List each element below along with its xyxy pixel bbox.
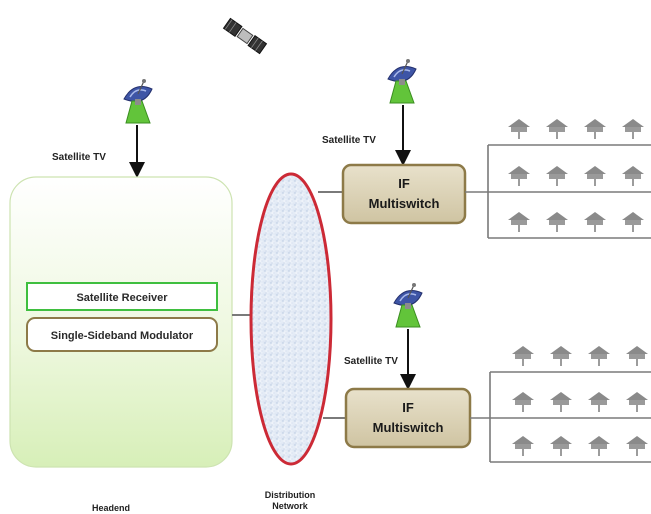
house-icon: [511, 435, 535, 457]
satellite-tv-label-top: Satellite TV: [322, 135, 376, 146]
house-icon: [507, 165, 531, 187]
house-icon: [625, 391, 649, 413]
distribution-network-label-line2: Network: [272, 501, 309, 511]
top-feeder-lines: [465, 144, 651, 239]
house-icon: [549, 345, 573, 367]
house-icon: [587, 345, 611, 367]
house-icon: [583, 211, 607, 233]
satellite-tv-label-bottom: Satellite TV: [344, 356, 398, 367]
top-houses: [507, 118, 645, 233]
house-icon: [545, 211, 569, 233]
bottom-feeder-lines: [470, 371, 651, 463]
house-icon: [507, 211, 531, 233]
house-icon: [625, 435, 649, 457]
if-multiswitch-top-line1: IF: [398, 176, 410, 191]
house-icon: [621, 211, 645, 233]
satellite-receiver-label: Satellite Receiver: [76, 292, 168, 304]
house-icon: [583, 118, 607, 140]
house-icon: [507, 118, 531, 140]
house-icon: [511, 391, 535, 413]
distribution-network-ellipse: [249, 172, 333, 466]
house-icon: [587, 391, 611, 413]
house-icon: [549, 435, 573, 457]
if-multiswitch-bottom-line2: Multiswitch: [373, 420, 444, 435]
satellite-receiver-box: [26, 282, 218, 311]
if-multiswitch-top-line2: Multiswitch: [369, 196, 440, 211]
distribution-network-label-line1: Distribution: [265, 490, 316, 500]
if-multiswitch-bottom-line1: IF: [402, 400, 414, 415]
house-icon: [621, 118, 645, 140]
house-icon: [621, 165, 645, 187]
house-icon: [545, 165, 569, 187]
satellite-icon: [222, 17, 268, 55]
single-sideband-modulator-label: Single-Sideband Modulator: [51, 330, 194, 342]
single-sideband-modulator-box: [26, 317, 218, 352]
satellite-dish-icon: [393, 282, 423, 328]
house-icon: [545, 118, 569, 140]
satellite-tv-label-headend: Satellite TV: [52, 152, 106, 163]
bottom-houses: [511, 345, 649, 457]
if-multiswitch-bottom: [344, 387, 472, 449]
house-icon: [511, 345, 535, 367]
house-icon: [625, 345, 649, 367]
if-multiswitch-top: [341, 163, 467, 225]
headend-label: Headend: [92, 503, 130, 513]
house-icon: [587, 435, 611, 457]
satellite-dish-icon: [387, 58, 417, 104]
house-icon: [549, 391, 573, 413]
satellite-dish-icon: [123, 78, 153, 124]
house-icon: [583, 165, 607, 187]
